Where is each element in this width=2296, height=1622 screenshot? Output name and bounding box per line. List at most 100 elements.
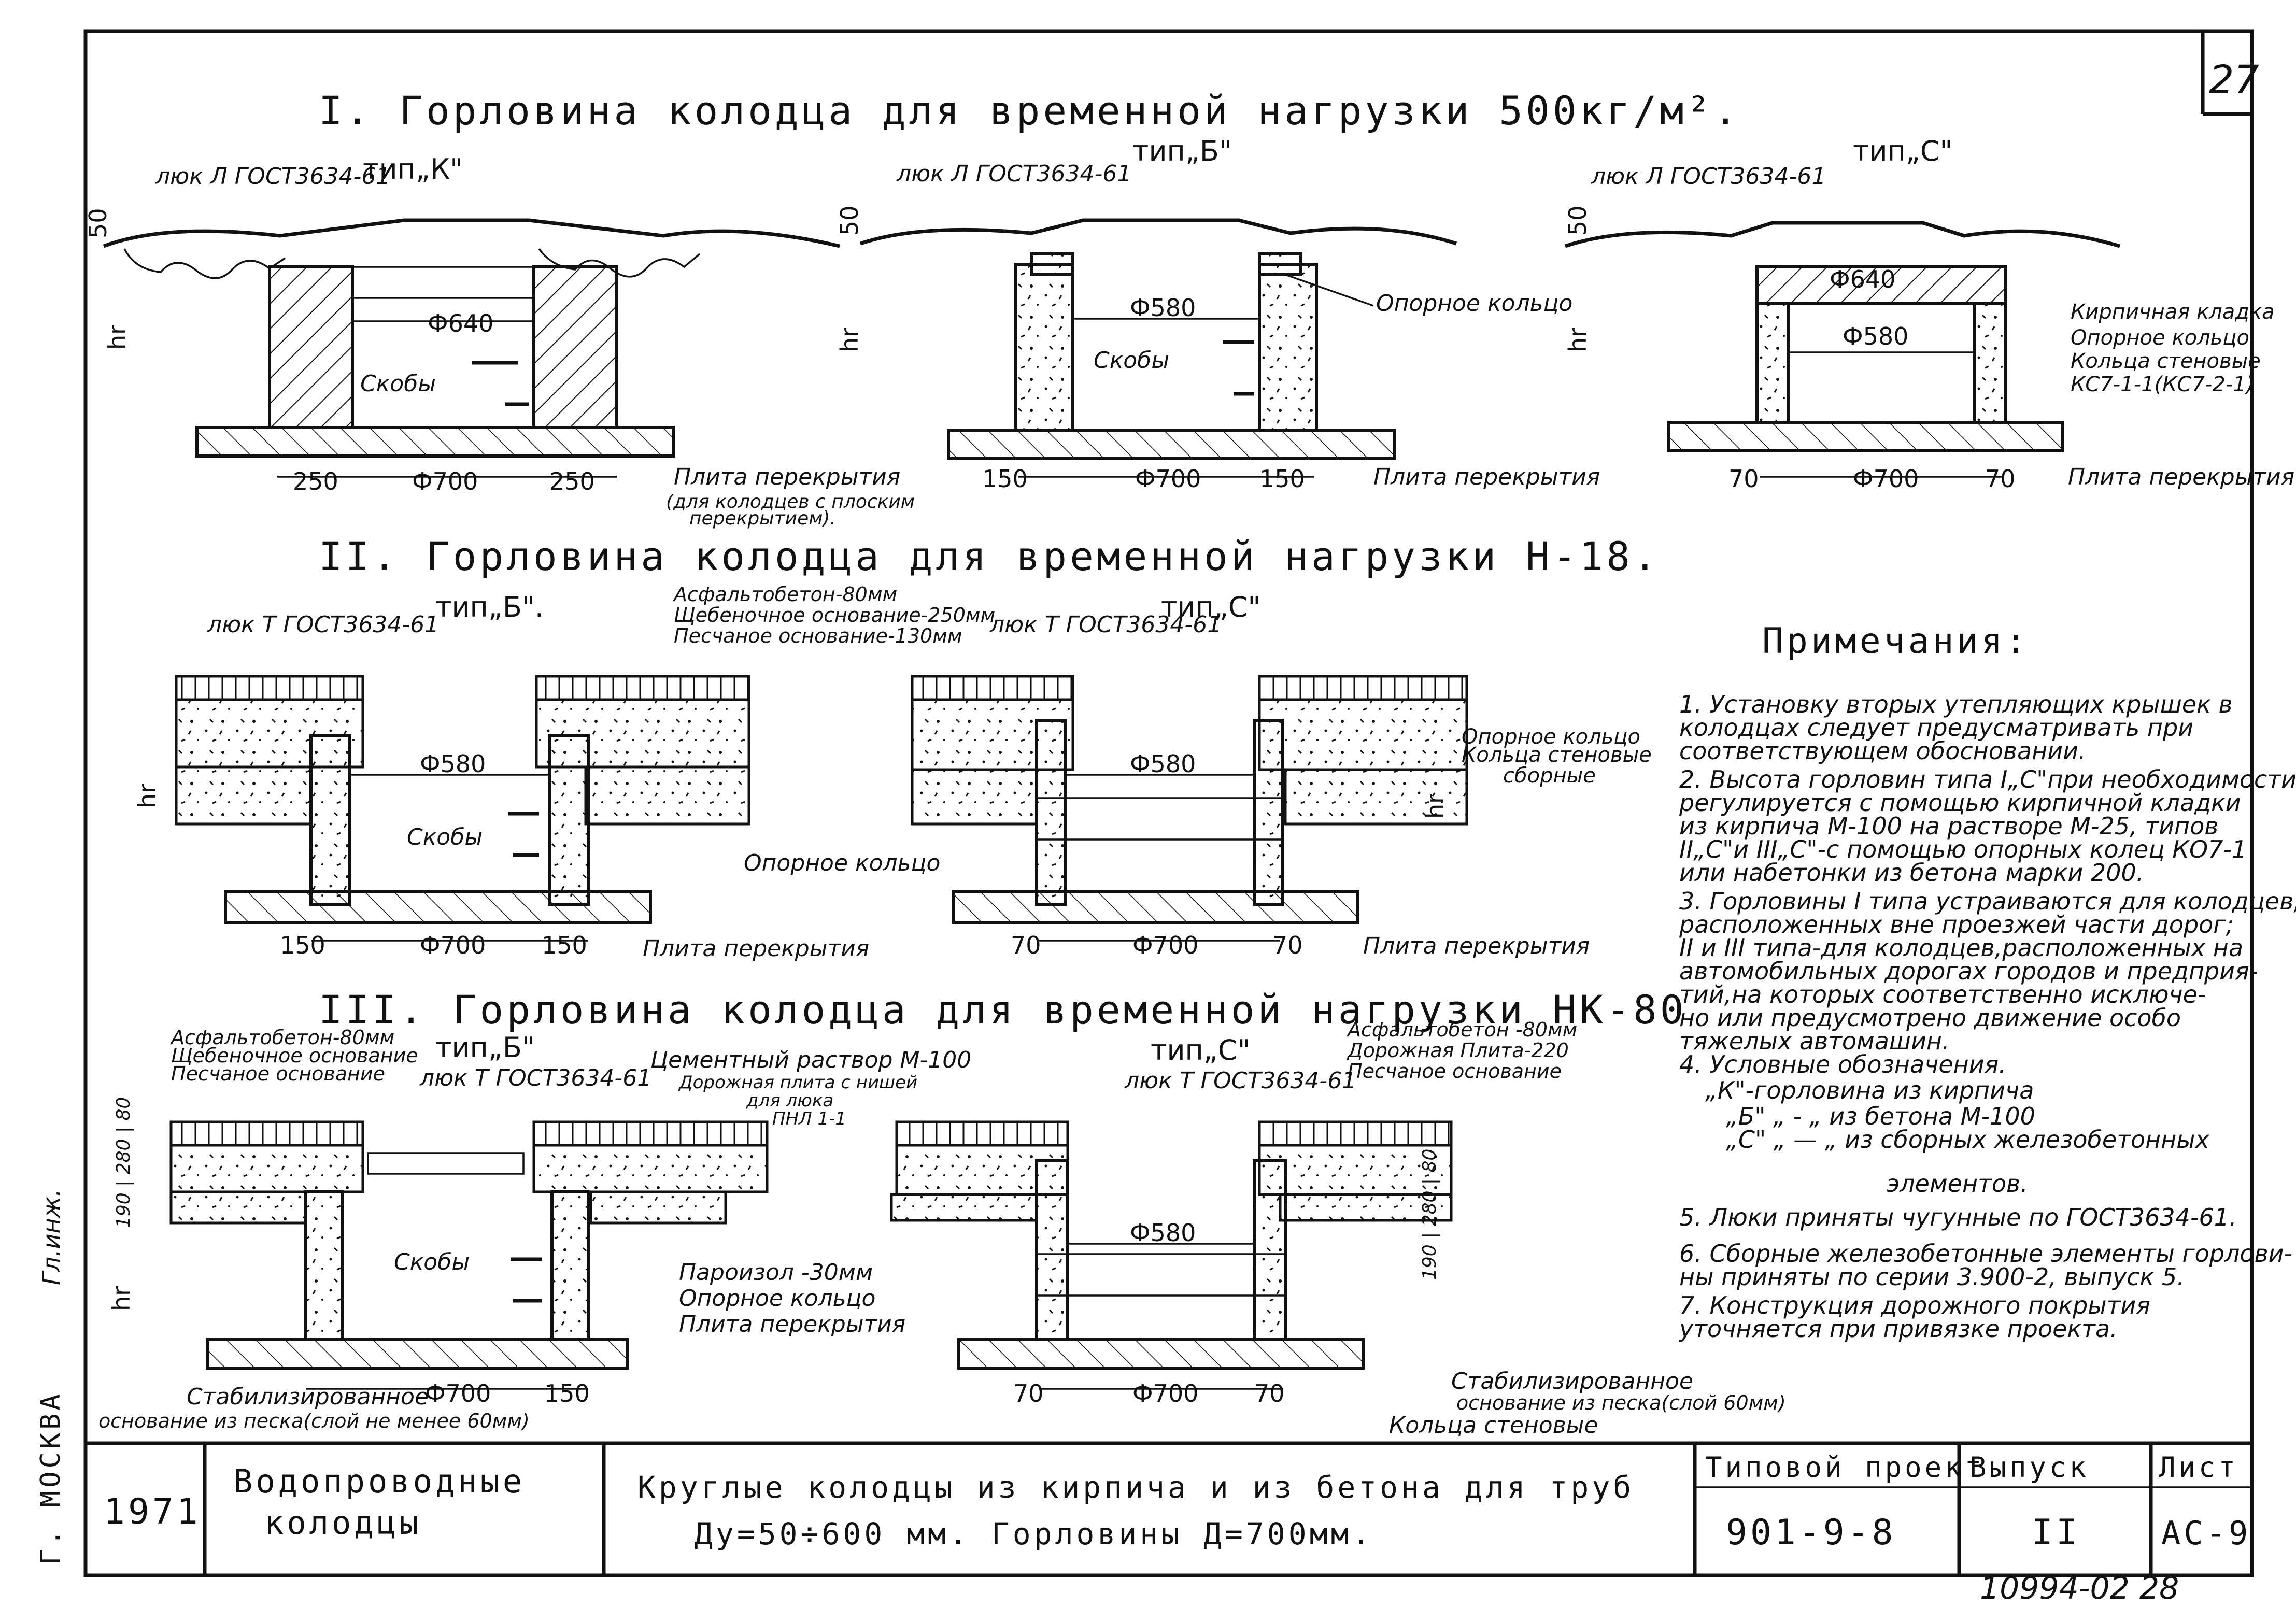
hr-label: hr: [1421, 794, 1449, 819]
section-3-type-b: Асфальтобетон-80мм Щебеночное основание …: [98, 1026, 971, 1432]
dim-wall-right: 150: [542, 931, 587, 959]
type-c-label: тип„С": [1161, 591, 1260, 623]
hatch-label: люк Т ГОСТ3634-61: [207, 611, 439, 638]
layer-1: Асфальтобетон-80мм: [169, 1026, 394, 1049]
title-block: 1971 Водопроводные колодцы Круглые колод…: [104, 1443, 2252, 1606]
note-line: II и III типа-для колодцев,расположенных…: [1679, 934, 2243, 962]
hr-label: hr: [835, 328, 863, 352]
brackets-label: Скобы: [407, 824, 483, 850]
section-1-type-c: тип„С" люк Л ГОСТ3634-61 Ф640 Ф580 hr 50…: [1564, 135, 2294, 493]
note-line: регулируется с помощью кирпичной кладки: [1679, 789, 2241, 817]
hr-label: hr: [1564, 328, 1592, 352]
dim-inner: Ф580: [1843, 322, 1908, 350]
dims-vertical: 190 | 280 | 80: [113, 1097, 134, 1228]
note-line: 1. Установку вторых утепляющих крышек в: [1679, 690, 2233, 718]
issue-label: Выпуск: [1969, 1451, 2089, 1484]
drawing-title-2: Ду=50÷600 мм. Горловины Д=700мм.: [695, 1516, 1373, 1552]
layer-2: Щебеночное основание-250мм: [674, 604, 995, 627]
note-line: „С" „ — „ из сборных железобетонных: [1726, 1126, 2210, 1154]
brackets-label: Скобы: [394, 1249, 470, 1275]
road-plate-2: для люка: [746, 1090, 833, 1111]
ring-label: Опорное кольцо: [1376, 290, 1572, 317]
note-line: „К"-горловина из кирпича: [1705, 1076, 2034, 1104]
h50-label: 50: [84, 208, 112, 238]
note-line: уточняется при привязке проекта.: [1678, 1315, 2118, 1343]
slab-label: Плита перекрытия: [1373, 464, 1600, 490]
note-line: 4. Условные обозначения.: [1679, 1050, 2006, 1078]
dim-wall-right: 70: [1272, 931, 1303, 959]
c-label-2: Кольца стеновые: [1462, 743, 1652, 767]
road-plate-3: ПНЛ 1-1: [772, 1108, 846, 1129]
vapor-label: Пароизол -30мм: [679, 1259, 873, 1286]
type-c-label: тип„С": [1853, 135, 1952, 167]
note-line: автомобильных дорогах городов и предприя…: [1679, 957, 2258, 985]
sheet-value: АС-9: [2161, 1514, 2251, 1552]
dim-wall-left: 150: [280, 931, 325, 959]
dim-wall-left: 70: [1011, 931, 1041, 959]
dim-diameter: Ф700: [425, 1379, 491, 1407]
section-1-title: I. Горловина колодца для временной нагру…: [319, 88, 1740, 134]
type-b-label: тип„Б": [435, 1031, 535, 1064]
brackets-label: Скобы: [1094, 347, 1169, 374]
dim-diameter: Ф700: [1135, 465, 1201, 493]
section-3-type-c: Асфальтобетон -80мм Дорожная Плита-220 П…: [890, 1018, 1786, 1439]
drawing-title-1: Круглые колодцы из кирпича и из бетона д…: [637, 1470, 1634, 1505]
stab-label-2: основание из песка(слой не менее 60мм): [98, 1410, 530, 1432]
dim-inner: Ф580: [1130, 1219, 1196, 1247]
section-3-title: III. Горловина колодца для временной наг…: [319, 987, 1687, 1033]
ring-label: Опорное кольцо: [744, 850, 940, 876]
dim-inner: Ф580: [1130, 750, 1196, 778]
dim-diameter: Ф700: [1132, 931, 1198, 959]
dims-vertical: 190 | 280 | 80: [1419, 1149, 1440, 1280]
note-line: „Б" „ - „ из бетона М-100: [1726, 1102, 2035, 1130]
section-1-type-k: тип„К" люк Л ГОСТ3634-61 Ф640 Скобы hr 5…: [84, 153, 915, 529]
note-line: соответствующем обосновании.: [1679, 737, 2086, 765]
h50-label: 50: [1564, 205, 1592, 236]
dim-wall-right: 150: [1259, 465, 1305, 493]
stab-label-1: Стабилизированное: [187, 1384, 429, 1410]
dim-wall-left: 150: [982, 465, 1028, 493]
note-line: 6. Сборные железобетонные элементы горло…: [1679, 1240, 2292, 1268]
note-line: или набетонки из бетона марки 200.: [1679, 859, 2144, 887]
note-line: колодцах следует предусматривать при: [1679, 714, 2193, 742]
note-line: тий,на которых соответственно исключе-: [1679, 980, 2206, 1008]
project-number: 901-9-8: [1726, 1512, 1896, 1553]
dim-inner: Ф580: [420, 750, 486, 778]
notes-block: Примечания: 1. Установку вторых утепляющ…: [1678, 621, 2296, 1343]
slab-label: Плита перекрытия: [674, 464, 900, 490]
brackets-label: Скобы: [360, 371, 436, 397]
c-label-2: Опорное кольцо: [2071, 326, 2249, 350]
sheet-label: Лист: [2159, 1451, 2238, 1484]
dim-top: Ф640: [1830, 265, 1895, 293]
stab-label-1: Стабилизированное: [1451, 1368, 1693, 1395]
dim-wall-left: 250: [293, 467, 338, 495]
hatch-label: люк Л ГОСТ3634-61: [896, 161, 1131, 187]
c-label-3: сборные: [1503, 764, 1596, 788]
layer-1: Асфальтобетон -80мм: [1346, 1018, 1577, 1041]
dim-inner: Ф580: [1130, 294, 1196, 322]
layer-3: Песчаное основание: [1348, 1060, 1562, 1083]
layer-1: Асфальтобетон-80мм: [672, 583, 897, 606]
slab-label: Плита перекрытия: [679, 1311, 905, 1338]
subject-line-1: Водопроводные: [233, 1462, 525, 1500]
layer-3: Песчаное основание-130мм: [674, 624, 962, 647]
hatch-label: люк Т ГОСТ3634-61: [419, 1065, 651, 1091]
dim-wall-left: 70: [1728, 465, 1759, 493]
side-engineer: Гл.инж.: [37, 1189, 65, 1285]
dim-inner: Ф640: [428, 309, 493, 337]
hatch-label: люк Л ГОСТ3634-61: [1591, 163, 1826, 190]
road-plate-1: Дорожная плита с нишей: [678, 1072, 917, 1093]
slab-note-1: (для колодцев с плоским: [666, 491, 915, 513]
hatch-label: люк Т ГОСТ3634-61: [989, 611, 1222, 638]
sheet-frame: [83, 29, 2254, 1577]
year-label: 1971: [104, 1491, 201, 1532]
hr-label: hr: [103, 325, 131, 350]
layer-3: Песчаное основание: [171, 1062, 385, 1085]
h50-label: 50: [835, 205, 863, 236]
note-line: но или предусмотрено движение особо: [1679, 1004, 2181, 1032]
hatch-label: люк Т ГОСТ3634-61: [1124, 1068, 1356, 1094]
dim-diameter: Ф700: [412, 467, 478, 495]
type-c-label: тип„С": [1151, 1034, 1250, 1066]
subject-line-2: колодцы: [264, 1504, 421, 1542]
